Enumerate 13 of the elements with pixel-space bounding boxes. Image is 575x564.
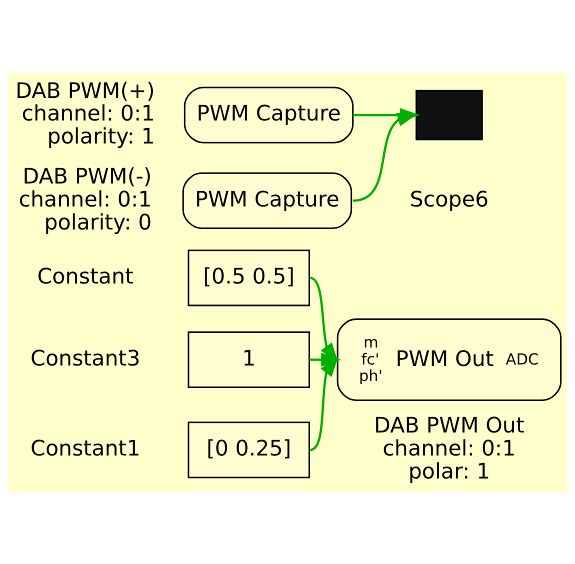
node-label: channel: 0:1 xyxy=(382,436,516,462)
node-label: Constant3 xyxy=(30,346,140,371)
node-label: channel: 0:1 xyxy=(22,101,155,126)
node-label: polarity: 1 xyxy=(47,124,155,150)
node-label: DAB PWM(-) xyxy=(22,164,152,189)
node-label: Scope6 xyxy=(410,186,489,212)
node-label: DAB PWM Out xyxy=(374,413,524,438)
node-label: polarity: 0 xyxy=(44,210,152,235)
node-label: channel: 0:1 xyxy=(18,186,152,212)
node-label: DAB PWM(+) xyxy=(16,78,155,104)
node-label: polar: 1 xyxy=(408,459,490,484)
node-label: Constant xyxy=(37,264,134,290)
node-label: Constant1 xyxy=(30,436,140,462)
